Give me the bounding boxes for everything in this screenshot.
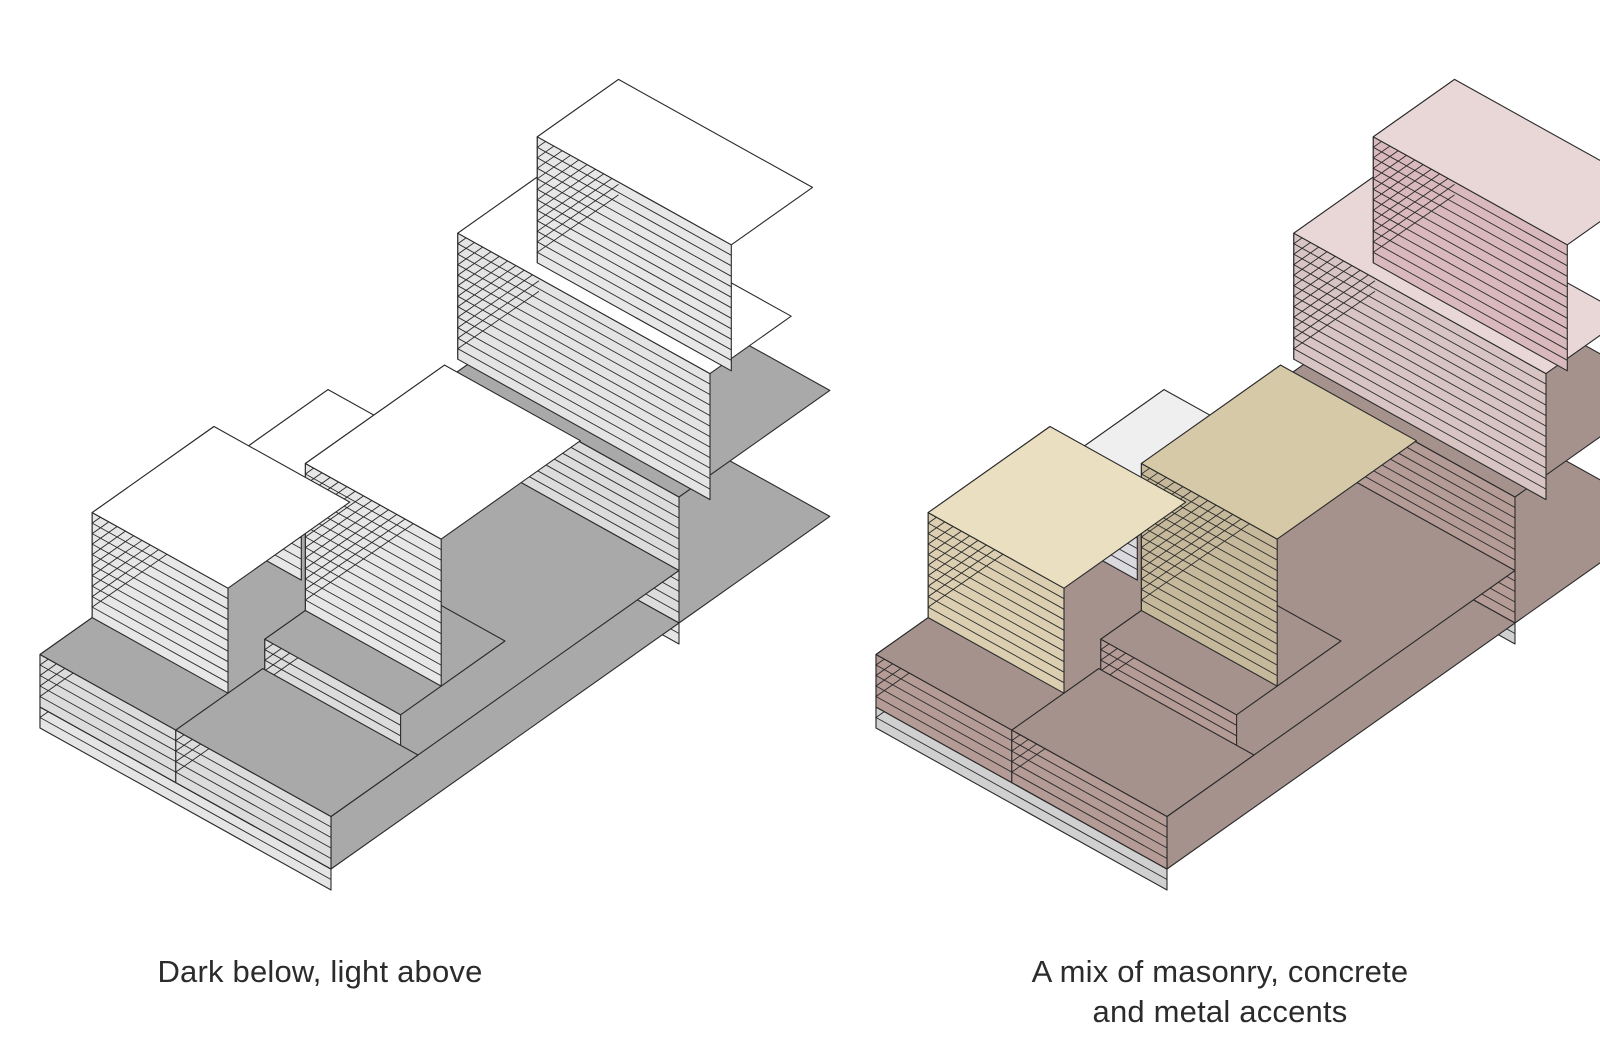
tower-front-left-roof	[927, 425, 1187, 589]
back-tower-floor-line	[536, 184, 732, 351]
back-slab-floor-line	[1292, 269, 1547, 469]
caption-line: Dark below, light above	[157, 954, 483, 989]
back-tower-floor-line	[1372, 163, 1568, 330]
tower-center-floor-line	[1140, 501, 1281, 676]
tower-center-roof	[304, 364, 581, 540]
back-tower-floor-line	[536, 173, 732, 340]
back-slab-floor-line	[1292, 290, 1547, 490]
back-slab-floor-line	[456, 259, 711, 458]
back-tower-floor-line	[1372, 152, 1568, 319]
tower-center-floor-line	[1140, 490, 1281, 666]
back-tower-floor-line	[1372, 173, 1568, 340]
tower-center-roof	[1140, 364, 1417, 540]
back-slab-floor-line	[456, 290, 711, 490]
back-tower-floor-line	[536, 152, 732, 319]
back-slab-floor-line	[1292, 280, 1547, 479]
caption-material-mix: A mix of masonry, concrete and metal acc…	[990, 952, 1450, 1032]
back-slab-floor-line	[456, 280, 711, 479]
back-tower	[1372, 78, 1600, 372]
back-tower-roof	[536, 78, 814, 246]
back-slab-floor-line	[1292, 248, 1547, 448]
podium-front-low	[1010, 668, 1255, 870]
caption-dark-below-light-above: Dark below, light above	[90, 952, 550, 992]
back-slab-floor-line	[456, 269, 711, 469]
massing-right-material	[875, 78, 1600, 891]
back-tower-floor-line	[1372, 194, 1568, 361]
back-tower-floor-line	[536, 194, 732, 361]
tower-center-floor-line	[304, 501, 445, 676]
back-tower-floor-line	[536, 163, 732, 330]
podium-front-low-roof	[175, 668, 419, 818]
back-tower	[536, 78, 814, 372]
tower-front-left	[91, 425, 351, 694]
tower-center-floor-line	[304, 490, 445, 666]
caption-line: and metal accents	[1092, 994, 1348, 1029]
podium-front-low	[174, 668, 419, 870]
tower-center	[304, 364, 581, 687]
podium-front-low-roof	[1011, 668, 1255, 818]
back-slab-floor-line	[456, 248, 711, 448]
back-tower-floor-line	[1372, 184, 1568, 351]
massing-left-monochrome	[39, 78, 831, 891]
tower-center	[1140, 364, 1417, 687]
back-slab-floor-line	[1292, 259, 1547, 458]
tower-front-left-roof	[91, 425, 351, 589]
caption-line: A mix of masonry, concrete	[1031, 954, 1409, 989]
back-tower-roof	[1372, 78, 1600, 246]
tower-front-left	[927, 425, 1187, 694]
